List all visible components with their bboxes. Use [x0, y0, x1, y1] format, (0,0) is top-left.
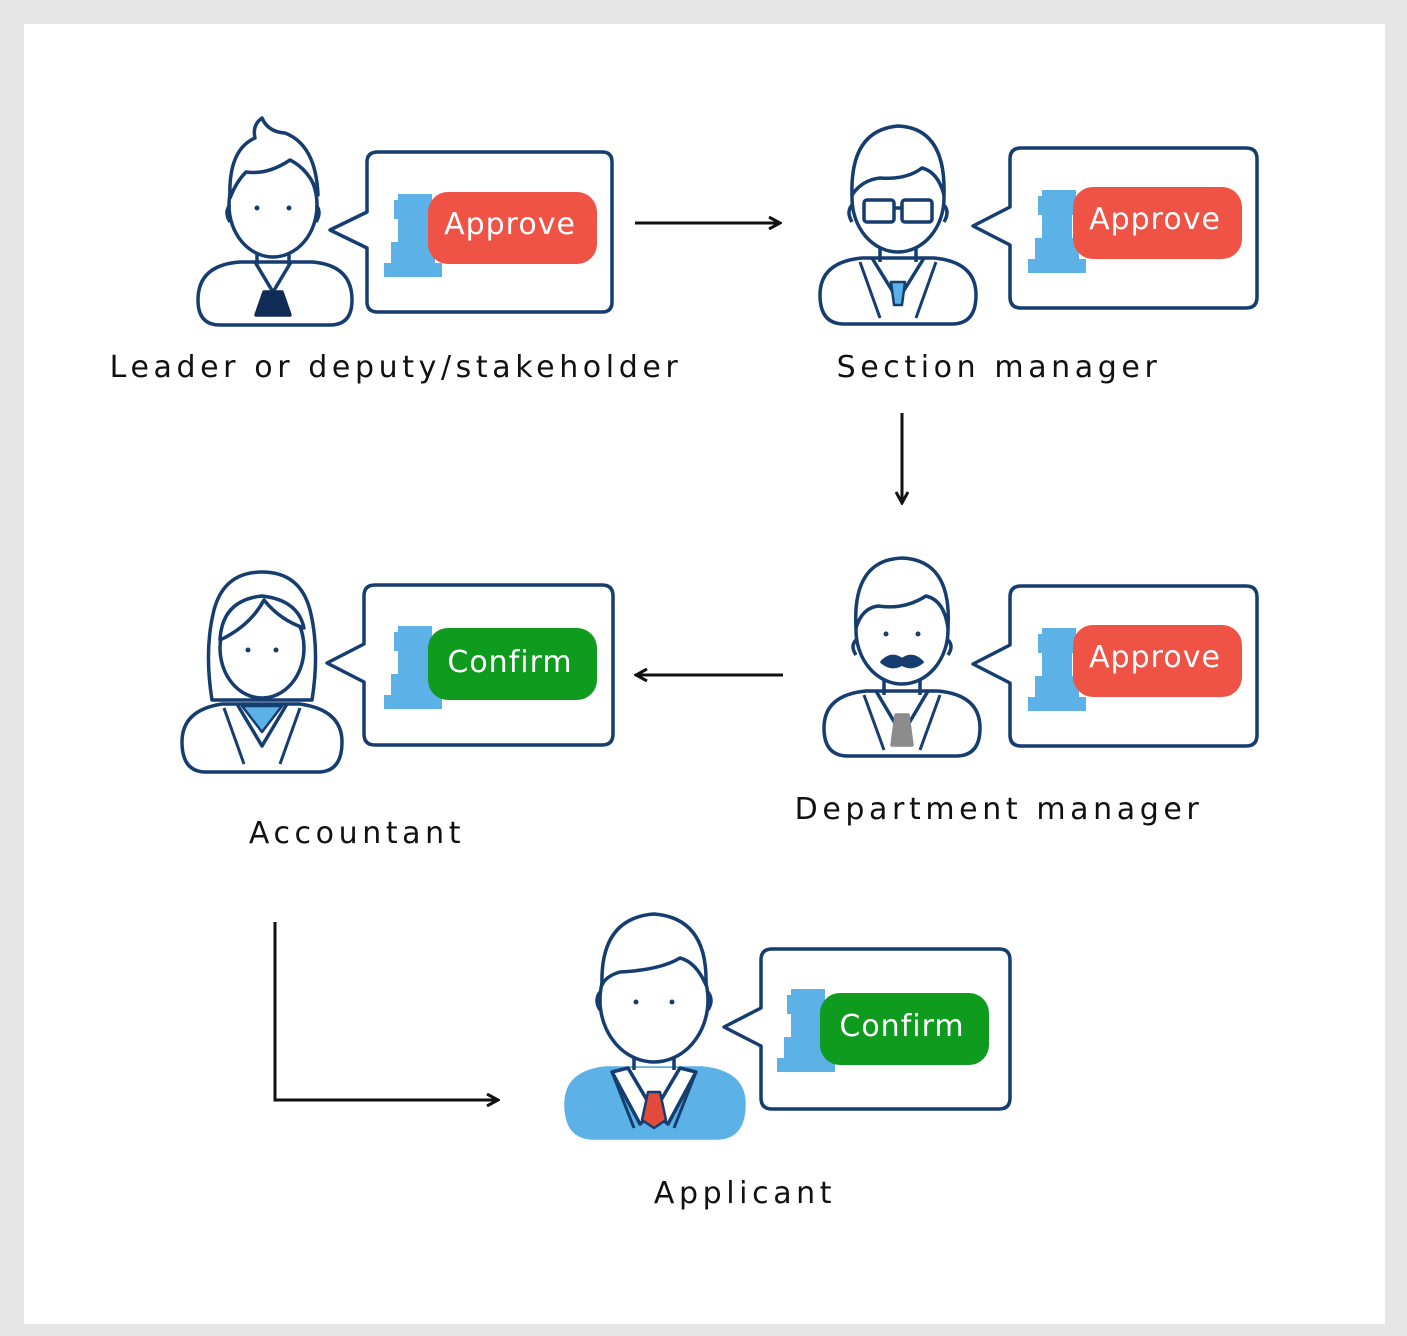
- person-icon: [564, 912, 746, 1140]
- role-applicant: Confirm: [564, 912, 1012, 1140]
- action-badge-text: Approve: [444, 207, 576, 242]
- role-label-section-manager: Section manager: [836, 350, 1162, 385]
- role-label-department-manager: Department manager: [794, 792, 1204, 827]
- role-department-manager: Approve: [822, 556, 1259, 758]
- role-label-applicant: Applicant: [653, 1176, 837, 1211]
- stamp-icon: [1028, 628, 1086, 711]
- stamp-icon: [384, 626, 442, 709]
- arrows: [273, 223, 902, 1100]
- action-badge: [428, 192, 597, 264]
- person-icon: [196, 116, 354, 327]
- stamp-icon: [777, 989, 835, 1072]
- action-badge-text: Confirm: [447, 645, 572, 680]
- person-icon: [818, 124, 978, 326]
- role-accountant: Confirm: [180, 570, 615, 774]
- arrow-icon: [273, 922, 498, 1100]
- person-icon: [180, 570, 344, 774]
- action-badge-text: Confirm: [839, 1009, 964, 1044]
- role-label-accountant: Accountant: [248, 816, 466, 851]
- person-icon: [822, 556, 982, 758]
- action-badge: [820, 993, 989, 1065]
- role-leader: Approve: [196, 116, 614, 327]
- action-badge: [428, 628, 597, 700]
- stamp-icon: [384, 194, 442, 277]
- action-badge-text: Approve: [1089, 202, 1221, 237]
- action-badge: [1073, 625, 1242, 697]
- action-badge: [1073, 187, 1242, 259]
- diagram-canvas: Approve Approve: [24, 24, 1385, 1324]
- stamp-icon: [1028, 190, 1086, 273]
- role-label-leader: Leader or deputy/stakeholder: [109, 350, 683, 385]
- role-section-manager: Approve: [818, 124, 1259, 326]
- action-badge-text: Approve: [1089, 640, 1221, 675]
